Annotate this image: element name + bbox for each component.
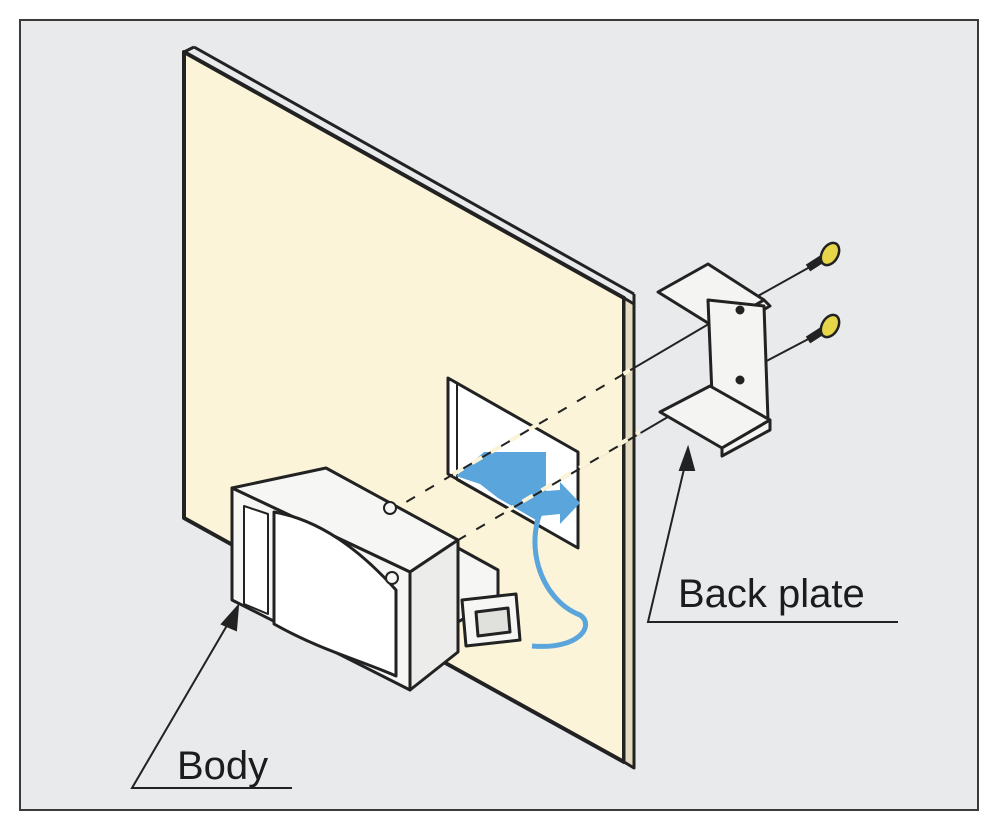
ribbon-cable <box>531 495 588 649</box>
body-leader <box>130 603 292 789</box>
back-plate <box>656 262 772 458</box>
screw-top <box>805 241 841 272</box>
body-latch <box>230 466 522 692</box>
screw-bottom <box>805 313 841 344</box>
body-label: Body <box>177 744 269 788</box>
back-plate-label: Back plate <box>678 572 865 616</box>
back-plate-leader <box>646 444 898 623</box>
mounting-panel <box>182 45 636 770</box>
